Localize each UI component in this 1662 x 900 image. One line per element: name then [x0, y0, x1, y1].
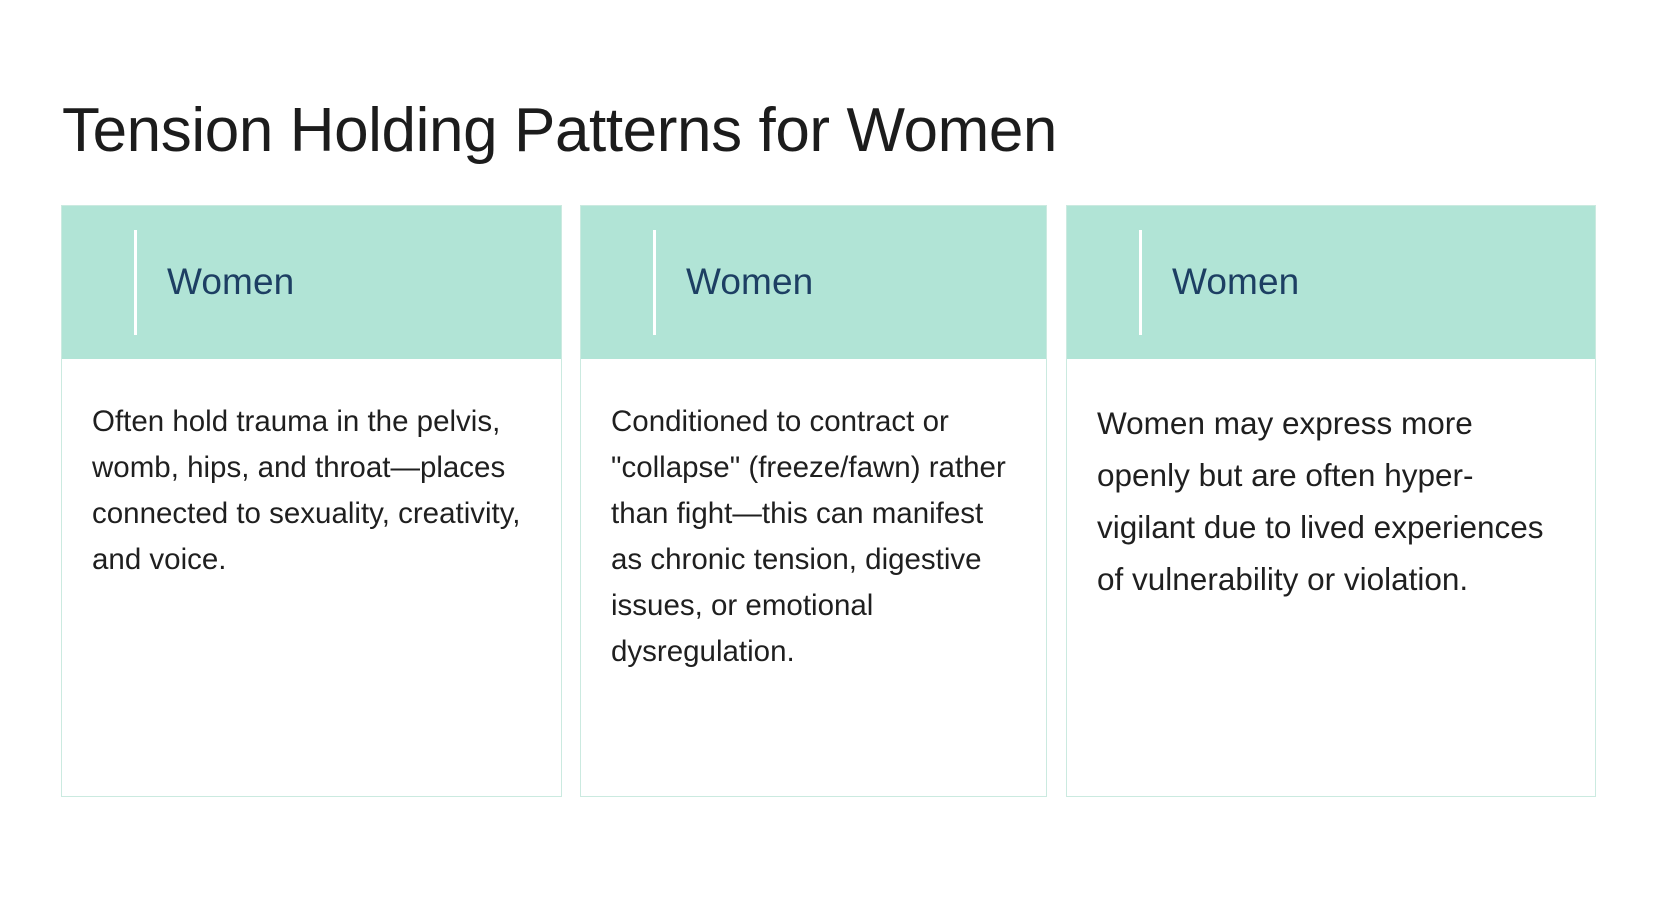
page-title: Tension Holding Patterns for Women — [62, 95, 1057, 165]
card-2-body: Conditioned to contract or "collapse" (f… — [581, 359, 1046, 796]
card-2-body-text: Conditioned to contract or "collapse" (f… — [611, 405, 1014, 668]
card-3-body-text: Women may express more openly but are of… — [1097, 405, 1553, 597]
card-3[interactable]: Women Women may express more openly but … — [1066, 205, 1596, 797]
card-1-body: Often hold trauma in the pelvis, womb, h… — [62, 359, 561, 796]
card-1-body-text: Often hold trauma in the pelvis, womb, h… — [92, 405, 529, 576]
card-1-header: Women — [62, 206, 561, 359]
card-3-header: Women — [1067, 206, 1595, 359]
card-1[interactable]: Women Often hold trauma in the pelvis, w… — [61, 205, 562, 797]
card-3-body: Women may express more openly but are of… — [1067, 359, 1595, 796]
vertical-rule-icon — [134, 230, 137, 335]
card-2[interactable]: Women Conditioned to contract or "collap… — [580, 205, 1047, 797]
vertical-rule-icon — [653, 230, 656, 335]
card-2-header: Women — [581, 206, 1046, 359]
card-2-header-label: Women — [686, 261, 814, 303]
card-3-header-label: Women — [1172, 261, 1300, 303]
card-1-header-label: Women — [167, 261, 295, 303]
vertical-rule-icon — [1139, 230, 1142, 335]
